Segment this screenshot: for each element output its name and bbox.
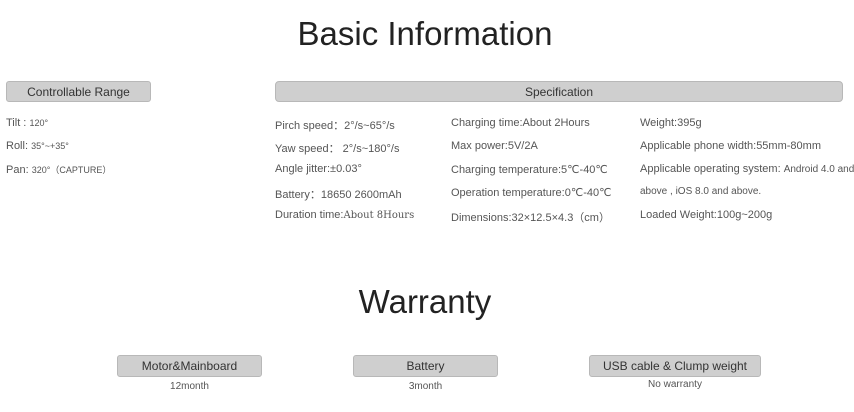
operation-temperature: Operation temperature:0℃-40℃	[451, 187, 612, 199]
os-label: Applicable operating system:	[640, 163, 784, 175]
duration-value: About 8Hours	[343, 210, 415, 221]
os-line-2: above , iOS 8.0 and above.	[640, 186, 762, 197]
battery-spec: Battery：18650 2600mAh	[275, 189, 402, 201]
yaw-speed: Yaw speed： 2°/s~180°/s	[275, 143, 400, 155]
roll-value: 35°~+35°	[31, 141, 69, 151]
os-value: Android 4.0 and	[783, 164, 854, 175]
specification-header: Specification	[275, 81, 843, 102]
tilt-value: 120°	[29, 118, 49, 128]
basic-information-title: Basic Information	[297, 15, 553, 52]
tilt-row: Tilt : 120°	[6, 117, 48, 129]
warranty-usb-value: No warranty	[648, 379, 702, 390]
max-power: Max power:5V/2A	[451, 140, 538, 152]
os-line-1: Applicable operating system: Android 4.0…	[640, 163, 854, 175]
tilt-label: Tilt :	[6, 117, 27, 129]
pitch-speed: Pirch speed：2°/s~65°/s	[275, 120, 395, 132]
warranty-motor-value: 12month	[170, 381, 209, 392]
warranty-title: Warranty	[358, 283, 492, 320]
warranty-usb-header: USB cable & Clump weight	[589, 355, 761, 377]
charging-temperature: Charging temperature:5℃-40℃	[451, 164, 608, 176]
loaded-weight: Loaded Weight:100g~200g	[640, 209, 773, 221]
duration-label: Duration time:	[275, 209, 344, 221]
pan-label: Pan:	[6, 164, 29, 176]
warranty-battery-header: Battery	[353, 355, 498, 377]
phone-width: Applicable phone width:55mm-80mm	[640, 140, 821, 152]
charging-time: Charging time:About 2Hours	[451, 117, 590, 129]
weight: Weight:395g	[640, 117, 702, 129]
angle-jitter: Angle jitter:±0.03°	[275, 163, 362, 175]
roll-label: Roll:	[6, 140, 29, 152]
duration-row: Duration time:About 8Hours	[275, 209, 414, 221]
warranty-motor-header: Motor&Mainboard	[117, 355, 262, 377]
dimensions: Dimensions:32×12.5×4.3（cm）	[451, 212, 610, 224]
pan-row: Pan: 320°（CAPTURE）	[6, 163, 111, 176]
warranty-battery-value: 3month	[408, 381, 443, 392]
roll-row: Roll: 35°~+35°	[6, 140, 69, 152]
controllable-range-header: Controllable Range	[6, 81, 151, 102]
pan-value: 320°（CAPTURE）	[31, 165, 112, 175]
